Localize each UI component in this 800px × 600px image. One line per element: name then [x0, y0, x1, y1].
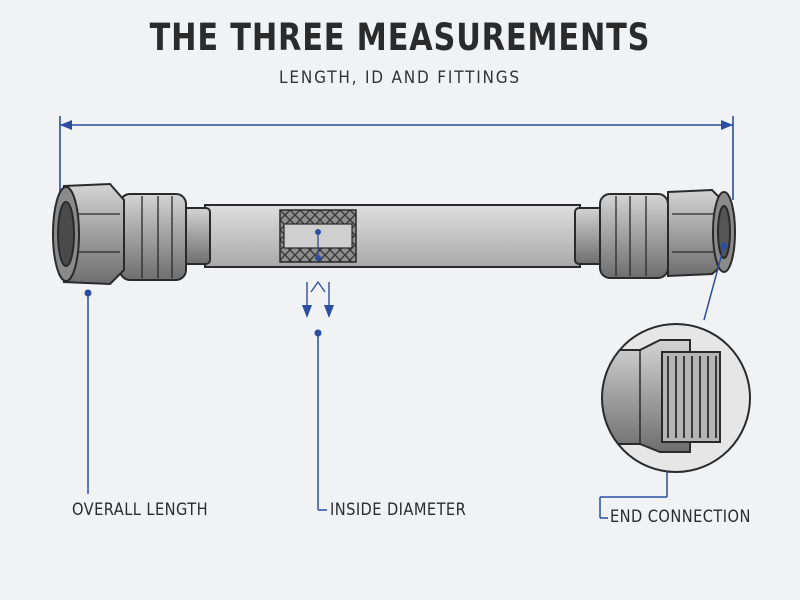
- inside-diameter-pointer: [302, 229, 334, 511]
- overall-length-pointer: [84, 289, 92, 494]
- end-connection-label: END CONNECTION: [610, 507, 751, 527]
- overall-length-label: OVERALL LENGTH: [72, 500, 209, 520]
- magnifier-circle: [601, 323, 751, 473]
- end-connection-callout: [599, 242, 751, 519]
- hose-body: [204, 204, 581, 268]
- overall-length-dimension: [59, 116, 734, 200]
- diagram-title: THE THREE MEASUREMENTS: [149, 16, 651, 59]
- diagram-subtitle: LENGTH, ID AND FITTINGS: [279, 68, 521, 88]
- inside-diameter-label: INSIDE DIAMETER: [330, 500, 467, 520]
- left-fitting: [52, 182, 211, 286]
- right-fitting: [574, 188, 736, 279]
